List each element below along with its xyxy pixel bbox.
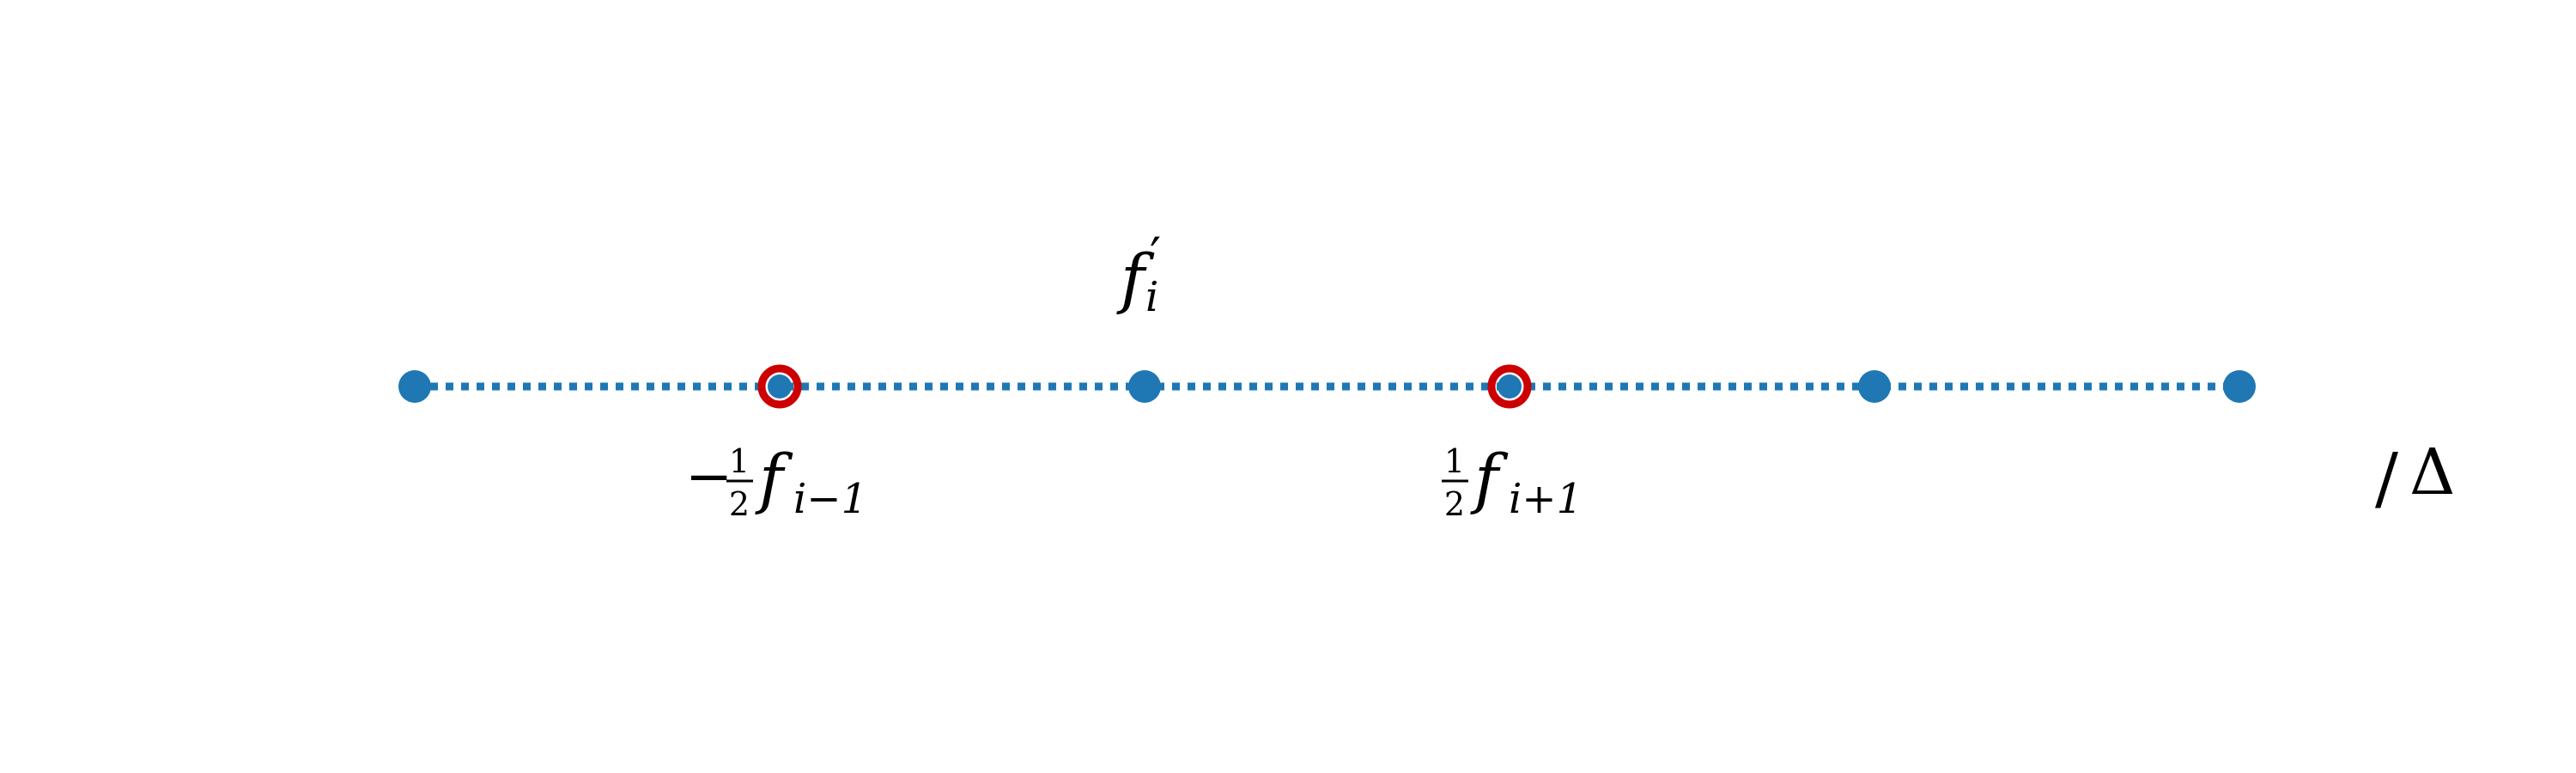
label-left-sign: − xyxy=(685,443,732,509)
node-5 xyxy=(2223,370,2256,403)
node-4 xyxy=(1858,370,1891,403)
label-right-base: f xyxy=(1470,440,1509,516)
label-divisor-delta: Δ xyxy=(2409,435,2455,509)
label-divisor-slash: / xyxy=(2375,438,2398,518)
highlight-ring-1 xyxy=(757,364,802,409)
label-left-subscript: i−1 xyxy=(793,475,867,523)
label-left-denominator: 2 xyxy=(729,485,750,523)
label-left-coefficient: − 1 2 f i−1 xyxy=(685,440,867,523)
label-left-base: f xyxy=(755,440,793,516)
node-2 xyxy=(1128,370,1161,403)
label-right-subscript: i+1 xyxy=(1509,475,1583,523)
node-3 xyxy=(1498,374,1522,399)
label-left-numerator: 1 xyxy=(729,442,750,480)
label-right-numerator: 1 xyxy=(1444,442,1465,480)
stencil-nodes xyxy=(398,364,2256,409)
node-1 xyxy=(768,374,792,399)
label-right-coefficient: 1 2 f i+1 xyxy=(1442,440,1583,523)
label-right-denominator: 2 xyxy=(1444,485,1465,523)
label-center-prime: ′ xyxy=(1150,227,1161,285)
node-0 xyxy=(398,370,431,403)
label-center-subscript: i xyxy=(1145,273,1158,321)
label-center-derivative: f ′ i xyxy=(1116,227,1161,321)
highlight-ring-3 xyxy=(1487,364,1532,409)
label-divisor: / Δ xyxy=(2375,435,2455,518)
